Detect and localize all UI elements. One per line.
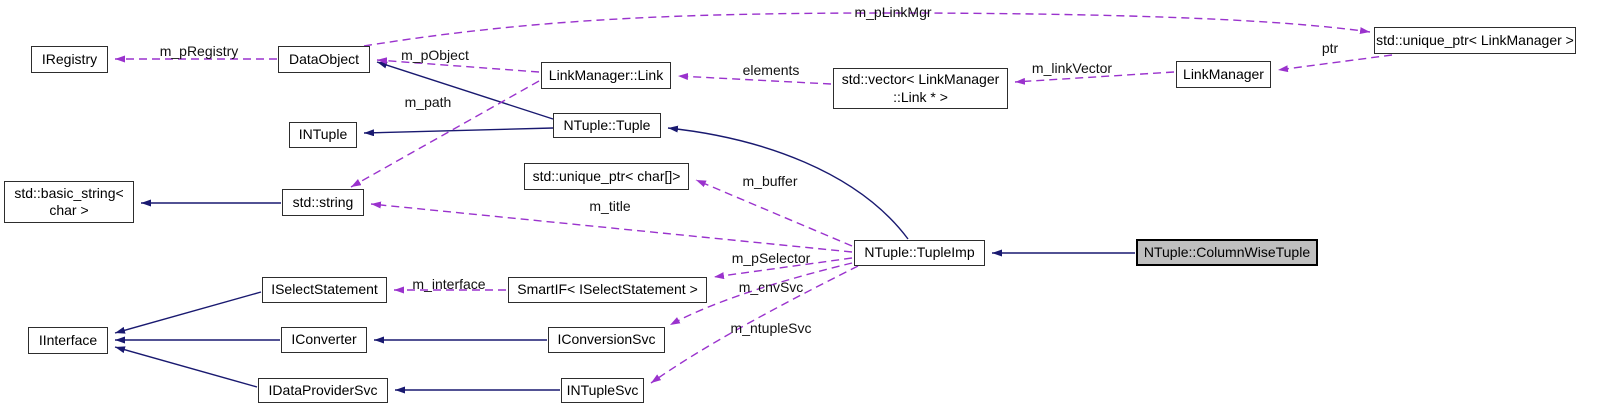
node-std-string[interactable]: std::string bbox=[282, 189, 364, 216]
node-linkmanager[interactable]: LinkManager bbox=[1176, 61, 1271, 88]
node-iconverter[interactable]: IConverter bbox=[281, 327, 367, 353]
node-ntuple-columnwisetuple: NTuple::ColumnWiseTuple bbox=[1136, 239, 1318, 266]
edge-label-elements: elements bbox=[742, 62, 800, 78]
edge-idataprovidersvc-to-iinterface bbox=[114, 346, 258, 388]
edge-label-m-pselector: m_pSelector bbox=[731, 250, 811, 266]
edge-label-m-ntuplesvc: m_ntupleSvc bbox=[730, 320, 812, 336]
node-intuple[interactable]: INTuple bbox=[289, 122, 357, 148]
edge-tupleimp-to-tuple bbox=[667, 125, 909, 240]
edge-tupleimp-to-intuplesvc bbox=[650, 265, 859, 384]
node-basic-string-char[interactable]: std::basic_string< char > bbox=[4, 181, 134, 223]
edge-label-m-interface: m_interface bbox=[412, 276, 486, 292]
node-unique-ptr-char[interactable]: std::unique_ptr< char[]> bbox=[524, 163, 689, 190]
edge-label-ptr: ptr bbox=[1321, 40, 1339, 56]
node-intuplesvc[interactable]: INTupleSvc bbox=[561, 378, 644, 403]
edge-tuple-to-dataobject bbox=[376, 61, 554, 120]
edge-link-to-dataobject bbox=[376, 57, 540, 73]
edge-link-to-string bbox=[350, 80, 540, 188]
node-idataprovidersvc[interactable]: IDataProviderSvc bbox=[258, 378, 388, 403]
edge-tuple-to-intuple bbox=[363, 127, 554, 137]
edge-label-m-pregistry: m_pRegistry bbox=[159, 43, 239, 59]
node-iselectstatement[interactable]: ISelectStatement bbox=[262, 277, 387, 303]
edge-tupleimp-to-smartif bbox=[713, 257, 853, 280]
edge-label-m-path: m_path bbox=[404, 94, 452, 110]
edge-uniqueptr-to-linkmanager bbox=[1277, 54, 1393, 73]
node-unique-ptr-linkmanager[interactable]: std::unique_ptr< LinkManager > bbox=[1374, 27, 1576, 54]
edge-label-m-title: m_title bbox=[589, 198, 631, 214]
edge-label-m-pobject: m_pObject bbox=[401, 47, 469, 63]
edge-dataobject-to-uniqueptr-linkmanager bbox=[363, 12, 1371, 47]
node-iconversionsvc[interactable]: IConversionSvc bbox=[548, 327, 665, 353]
node-linkmanager-link[interactable]: LinkManager::Link bbox=[541, 62, 671, 89]
node-ntuple-tupleimp[interactable]: NTuple::TupleImp bbox=[854, 240, 985, 266]
edge-label-m-linkvector: m_linkVector bbox=[1031, 60, 1113, 76]
edge-label-m-buffer: m_buffer bbox=[742, 173, 798, 189]
edge-label-m-plinkmgr: m_pLinkMgr bbox=[854, 4, 932, 20]
edge-tupleimp-to-uniqueptr-char bbox=[695, 179, 853, 247]
edge-label-m-cnvsvc: m_cnvSvc bbox=[738, 279, 804, 295]
edge-tupleimp-to-iconversionsvc bbox=[669, 262, 853, 326]
node-iinterface[interactable]: IInterface bbox=[28, 327, 108, 354]
node-iregistry[interactable]: IRegistry bbox=[31, 46, 108, 73]
edge-tupleimp-to-string bbox=[370, 201, 853, 253]
edge-linkmanager-to-vector bbox=[1014, 71, 1175, 85]
node-vector-linkmanager-link[interactable]: std::vector< LinkManager ::Link * > bbox=[833, 68, 1008, 109]
node-dataobject[interactable]: DataObject bbox=[278, 46, 370, 73]
node-ntuple-tuple[interactable]: NTuple::Tuple bbox=[553, 113, 661, 138]
edge-iselectstatement-to-iinterface bbox=[114, 291, 262, 334]
node-smartif-iselectstatement[interactable]: SmartIF< ISelectStatement > bbox=[508, 277, 707, 303]
